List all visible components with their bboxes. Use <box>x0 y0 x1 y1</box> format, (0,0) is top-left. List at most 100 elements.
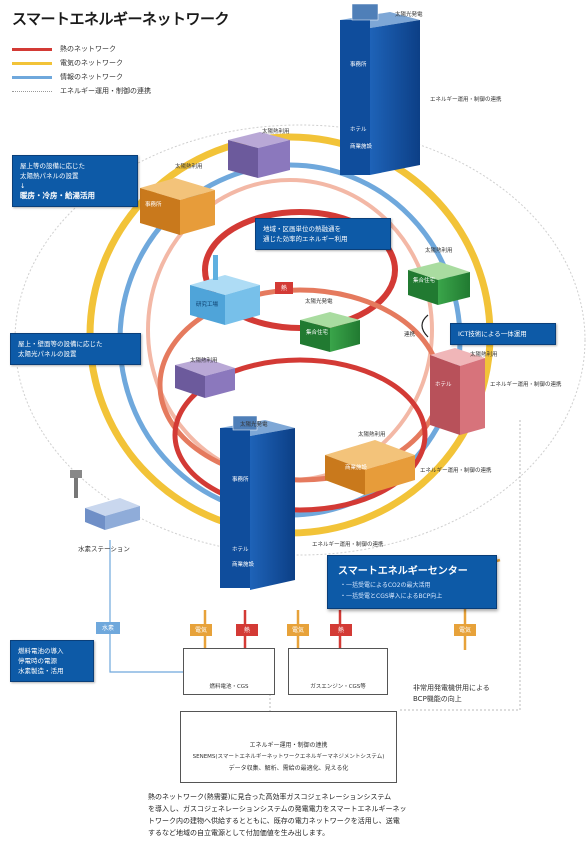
heat-network-lower-ring <box>172 357 428 513</box>
callout-district-heat-line2: 通じた効率的エネルギー利用 <box>263 235 348 243</box>
legend: 熱のネットワーク 電気のネットワーク 情報のネットワーク エネルギー運用・制御の… <box>12 42 151 98</box>
green-building-right <box>408 262 470 305</box>
office-tower-top <box>340 3 420 175</box>
senems-line1: エネルギー運用・制御の連携 <box>249 742 328 749</box>
description-line2: を導入し、ガスコジェネレーションシステムの発電電力をスマートエネルギーネッ <box>148 805 407 813</box>
bottom-tower-label-hotel: ホテル <box>232 547 249 553</box>
bcp-note-line2: BCP機能の向上 <box>413 695 462 703</box>
top-tower-label-office: 事務所 <box>350 62 367 68</box>
top-tower-label-hotel: ホテル <box>350 127 367 133</box>
label-solar-top: 太陽光発電 <box>395 12 423 18</box>
label-control-link-3: エネルギー運用・制御の連携 <box>420 468 492 474</box>
label-solar-center: 太陽光発電 <box>305 299 333 305</box>
legend-swatch-control <box>12 90 52 92</box>
fuel-cell-label: 燃料電池・CGS <box>209 684 249 690</box>
bottom-tower-label-office: 事務所 <box>232 477 249 483</box>
callout-fuel-cell-line3: 水素製造・活用 <box>18 667 64 675</box>
legend-swatch-info <box>12 75 52 79</box>
legend-label-control: エネルギー運用・制御の連携 <box>60 87 151 95</box>
orange-building-top <box>140 178 215 235</box>
gas-engine-label: ガスエンジン・CGS等 <box>310 684 366 690</box>
electric-tag-3-bg <box>454 624 476 636</box>
label-control-link-4: エネルギー運用・制御の連携 <box>312 542 384 548</box>
heat-tag-center-bg <box>275 282 293 294</box>
legend-swatch-heat <box>12 47 52 51</box>
description: 熱のネットワーク(熱需要)に見合った高効率ガスコジェネレーションシステム を導入… <box>148 791 488 839</box>
hydrogen-tag-bg <box>96 622 120 634</box>
callout-solar-heat-arrow: ↓ <box>20 182 26 190</box>
senems-line3: データ収集、解析、需給の最適化、見える化 <box>228 765 349 772</box>
heat-tag-2: 熱 <box>337 627 344 634</box>
bottom-tower-label-commercial: 商業施設 <box>232 562 255 568</box>
purple-building-mid <box>175 358 235 398</box>
factory-label: 研究工場 <box>196 302 219 308</box>
legend-item-info: 情報のネットワーク <box>12 70 151 84</box>
page-title: スマートエネルギーネットワーク <box>12 10 230 28</box>
label-solar-heat-4: 太陽熱利用 <box>470 352 498 358</box>
electric-tag-3: 電気 <box>458 627 471 634</box>
orange-top-label: 事務所 <box>145 202 162 208</box>
management-link-lines <box>269 420 521 712</box>
description-line1: 熱のネットワーク(熱需要)に見合った高効率ガスコジェネレーションシステム <box>148 793 392 801</box>
gas-engine-box: ガスエンジン・CGS等 <box>288 648 388 695</box>
senems-box: エネルギー運用・制御の連携 SENEMS(スマートエネルギーネットワークエネルギ… <box>180 711 397 783</box>
electric-tag-2: 電気 <box>291 627 304 634</box>
callout-fuel-cell: 燃料電池の導入 停電時の電源 水素製造・活用 <box>10 640 94 682</box>
description-line3: トワーク内の建物へ供給するとともに、既存の電力ネットワークを活用し、送電 <box>148 817 400 825</box>
bcp-note-line1: 非常用発電機併用による <box>413 684 490 692</box>
label-solar-heat-5: 太陽熱利用 <box>358 432 386 438</box>
pink-building-right <box>430 348 485 435</box>
callout-fuel-cell-line1: 燃料電池の導入 <box>18 647 64 655</box>
hydrogen-tag: 水素 <box>101 625 114 632</box>
label-solar-heat-1: 太陽熱利用 <box>262 129 290 135</box>
smart-energy-center-title: スマートエネルギーセンター <box>338 566 468 577</box>
callout-fuel-cell-line2: 停電時の電源 <box>18 657 57 665</box>
callout-solar-pv: 屋上・壁面等の設備に応じた 太陽光パネルの設置 <box>10 333 141 365</box>
pink-building-label: ホテル <box>435 382 452 388</box>
label-control-link-2: エネルギー運用・制御の連携 <box>490 382 562 388</box>
heat-tag-2-bg <box>330 624 352 636</box>
callout-solar-heat: 屋上等の設備に応じた 太陽熱パネルの設置 ↓ 暖房・冷房・給湯活用 <box>12 155 138 207</box>
smart-energy-center-line1: ・一括受電によるCO2の最大活用 <box>340 582 431 589</box>
legend-swatch-electric <box>12 61 52 65</box>
green-center-label: 集合住宅 <box>306 330 329 336</box>
heat-tag-center: 熱 <box>280 285 287 292</box>
label-solar-heat-2: 太陽熱利用 <box>175 164 203 170</box>
legend-label-electric: 電気のネットワーク <box>60 59 123 67</box>
callout-district-heat: 地域・区画単位の熱融通を 通じた効率的エネルギー利用 <box>255 218 391 250</box>
senems-line2: SENEMS(スマートエネルギーネットワークエネルギーマネジメントシステム) <box>192 754 385 760</box>
label-control-link-1: エネルギー運用・制御の連携 <box>430 97 502 103</box>
heat-tag-1-bg <box>236 624 258 636</box>
label-solar-heat-6: 太陽熱利用 <box>190 358 218 364</box>
callout-solar-pv-line2: 太陽光パネルの設置 <box>18 350 77 358</box>
label-solar-bottom: 太陽光発電 <box>240 422 268 428</box>
smart-energy-center-line2: ・一括受電とCGS導入によるBCP向上 <box>340 593 443 600</box>
callout-solar-heat-line2: 太陽熱パネルの設置 <box>20 172 79 180</box>
legend-label-info: 情報のネットワーク <box>60 73 123 81</box>
heat-tag-1: 熱 <box>243 627 250 634</box>
electric-tag-1: 電気 <box>194 627 207 634</box>
hydrogen-station <box>70 470 140 530</box>
label-renkei: 連携 <box>404 332 416 338</box>
renkei-arrow-icon <box>421 314 429 338</box>
electric-tag-1-bg <box>190 624 212 636</box>
legend-item-control: エネルギー運用・制御の連携 <box>12 84 151 98</box>
legend-item-heat: 熱のネットワーク <box>12 42 151 56</box>
orange-building-bottom <box>325 440 415 495</box>
green-right-label: 集合住宅 <box>413 278 436 284</box>
electric-tag-2-bg <box>287 624 309 636</box>
callout-district-heat-line1: 地域・区画単位の熱融通を <box>263 225 341 233</box>
factory-building <box>190 255 260 325</box>
callout-ict: ICT技術による一体運用 <box>450 323 556 345</box>
bcp-note: 非常用発電機併用による BCP機能の向上 <box>413 683 533 705</box>
label-solar-heat-3: 太陽熱利用 <box>425 248 453 254</box>
purple-building-top <box>228 132 290 178</box>
description-line4: するなど地域の自立電源として付加価値を生み出します。 <box>148 829 330 837</box>
green-building-center <box>300 312 360 352</box>
callout-solar-heat-strong: 暖房・冷房・給湯活用 <box>20 191 95 200</box>
callout-solar-pv-line1: 屋上・壁面等の設備に応じた <box>18 340 103 348</box>
legend-item-electric: 電気のネットワーク <box>12 56 151 70</box>
label-hydrogen-station: 水素ステーション <box>78 545 130 553</box>
